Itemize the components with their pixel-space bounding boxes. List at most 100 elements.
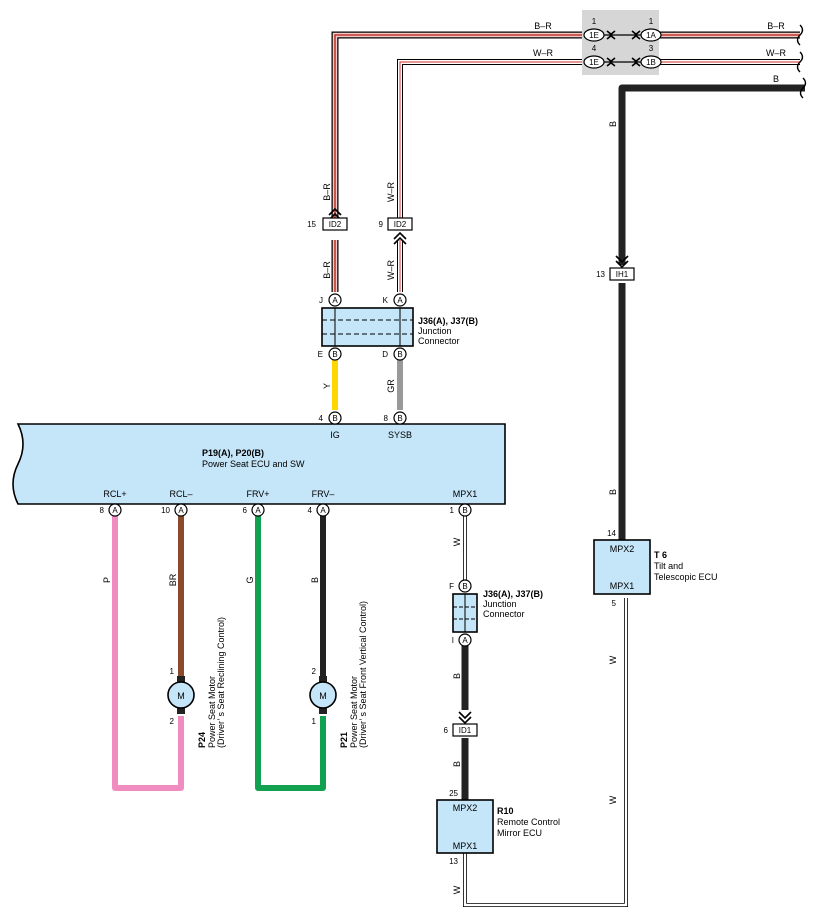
id1-connector: ID1 6 <box>444 711 478 737</box>
ecu-out-frv-plus-num: 6 <box>243 506 248 515</box>
power-seat-ecu: P19(A), P20(B) Power Seat ECU and SW B 4… <box>12 411 506 517</box>
t6-pin-top: 14 <box>607 529 616 538</box>
wire-g-loop <box>255 516 326 791</box>
splice-pin-1b: 3 <box>649 44 654 53</box>
id2-left-name: ID2 <box>329 220 342 229</box>
r10-pin-top: 25 <box>449 789 458 798</box>
wire-label-b-r-left: B–R <box>534 21 552 31</box>
wire-label-b-r-right: B–R <box>767 21 785 31</box>
wire-label-w-r-vert-2: W–R <box>386 260 396 281</box>
t6-desc1: Tilt and <box>654 561 683 571</box>
wire-p-loop <box>112 516 184 791</box>
ecu-out-rcl-plus-letter: A <box>112 506 118 515</box>
jc-bottom-name: J36(A), J37(B) <box>483 589 543 599</box>
ecu-out-mpx1-label: MPX1 <box>453 489 478 499</box>
r10-code: R10 <box>497 806 514 816</box>
wire-label-b-motor: B <box>310 577 320 583</box>
wire-label-b-right-vert-1: B <box>608 121 618 127</box>
wire-label-w-t6-lower: W <box>608 795 618 804</box>
wire-label-b-id1-above: B <box>452 673 462 679</box>
ih1-name: IH1 <box>616 270 629 279</box>
jc-top-desc2: Connector <box>418 336 460 346</box>
id1-pin: 6 <box>444 726 449 735</box>
ecu-pin-ig-letter: B <box>332 414 337 423</box>
t6-desc2: Telescopic ECU <box>654 572 718 582</box>
ecu-pin-sysb-letter: B <box>397 414 402 423</box>
r10-desc1: Remote Control <box>497 817 560 827</box>
jc-top-pin-j-num: J <box>319 296 323 305</box>
ecu-pin-sysb-label: SYSB <box>388 430 412 440</box>
t6-pin-bottom: 5 <box>612 599 617 608</box>
wire-w-loop-fill <box>463 598 628 907</box>
jc-top-pin-e-letter: B <box>332 350 337 359</box>
wire-label-p: P <box>102 577 112 583</box>
wire-label-b-right: B <box>773 74 779 84</box>
id2-left-pin: 15 <box>307 220 316 229</box>
id2-right-connector: ID2 9 <box>379 217 413 245</box>
ecu-out-rcl-minus-num: 10 <box>161 506 170 515</box>
jc-bottom-pin-i-letter: A <box>462 636 468 645</box>
wire-w-r-top-stripe <box>399 61 800 220</box>
t6-code: T 6 <box>654 550 667 560</box>
splice-connector: 1 1 4 3 1E 1A 1E 1B <box>582 10 662 75</box>
id1-name: ID1 <box>459 726 472 735</box>
wire-b-right <box>618 84 805 540</box>
motor-p21-pin-top: 2 <box>312 667 317 676</box>
motor-p24: M 1 2 P24 Power Seat Motor (Driver’ s Se… <box>167 617 226 748</box>
splice-id-1b: 1B <box>646 58 656 67</box>
splice-id-1a: 1A <box>646 31 656 40</box>
ecu-out-rcl-plus-label: RCL+ <box>103 489 126 499</box>
ecu-pin-ig-num: 4 <box>319 414 324 423</box>
t6-tilt-telescopic-ecu: MPX2 MPX1 14 5 T 6 Tilt and Telescopic E… <box>593 529 718 608</box>
wire-label-w-r-right: W–R <box>766 48 787 58</box>
junction-connector-top: A J A K B E B D J36(A), J37(B) Junction … <box>318 293 478 361</box>
motor-p21: M 2 1 P21 Power Seat Motor (Driver’ s Se… <box>309 601 368 748</box>
jc-top-pin-k-letter: A <box>397 296 403 305</box>
jc-top-pin-e-num: E <box>318 350 323 359</box>
wire-label-w-r-vert-1: W–R <box>386 182 396 203</box>
id2-right-pin: 9 <box>379 220 384 229</box>
r10-mpx1: MPX1 <box>453 841 478 851</box>
motor-p21-code: P21 <box>339 732 349 748</box>
ecu-pin-sysb-num: 8 <box>384 414 389 423</box>
wire-label-gr: GR <box>386 379 396 393</box>
jc-bottom-desc1: Junction <box>483 599 517 609</box>
motor-p21-desc1: Power Seat Motor <box>349 676 359 748</box>
wire-label-w-mpx1: W <box>452 537 462 546</box>
motor-p24-pin-bottom: 2 <box>170 717 175 726</box>
ecu-out-frv-minus-letter: A <box>320 506 326 515</box>
splice-id-1e-bottom: 1E <box>589 58 599 67</box>
ih1-pin: 13 <box>596 270 605 279</box>
jc-bottom-pin-f-num: F <box>449 582 454 591</box>
splice-id-1e-top: 1E <box>589 31 599 40</box>
ecu-out-rcl-minus-letter: A <box>178 506 184 515</box>
ecu-pin-ig-label: IG <box>330 430 340 440</box>
ecu-desc: Power Seat ECU and SW <box>202 459 305 469</box>
ecu-out-frv-minus-label: FRV– <box>312 489 335 499</box>
motor-p24-code: P24 <box>197 732 207 748</box>
motor-p24-symbol: M <box>177 691 185 701</box>
wire-label-g: G <box>245 576 255 583</box>
jc-bottom-pin-f-letter: B <box>462 582 467 591</box>
jc-bottom-pin-i-num: I <box>452 636 454 645</box>
motor-p24-desc1: Power Seat Motor <box>207 676 217 748</box>
r10-mpx2: MPX2 <box>453 803 478 813</box>
jc-top-pin-k-num: K <box>383 296 389 305</box>
t6-mpx2: MPX2 <box>610 544 635 554</box>
r10-pin-bottom: 13 <box>449 857 458 866</box>
ecu-name: P19(A), P20(B) <box>202 448 264 458</box>
wire-label-w-r10: W <box>452 885 462 894</box>
splice-arrow-bottom <box>606 57 616 67</box>
jc-bottom-desc2: Connector <box>483 609 525 619</box>
wire-label-b-r-vert-1: B–R <box>322 183 332 201</box>
t6-mpx1: MPX1 <box>610 581 635 591</box>
wire-label-br: BR <box>168 573 178 586</box>
motor-p21-desc2: (Driver’ s Seat Front Vertical Control) <box>358 601 368 748</box>
splice-pin-1e-1: 1 <box>592 17 597 26</box>
wire-label-w-r-left: W–R <box>533 48 554 58</box>
ecu-out-frv-minus-num: 4 <box>308 506 313 515</box>
wire-label-b-right-vert-2: B <box>608 489 618 495</box>
id2-left-connector: ID2 15 <box>307 207 348 231</box>
id2-right-name: ID2 <box>394 220 407 229</box>
motor-p24-desc2: (Driver’ s Seat Reclining Control) <box>216 617 226 748</box>
